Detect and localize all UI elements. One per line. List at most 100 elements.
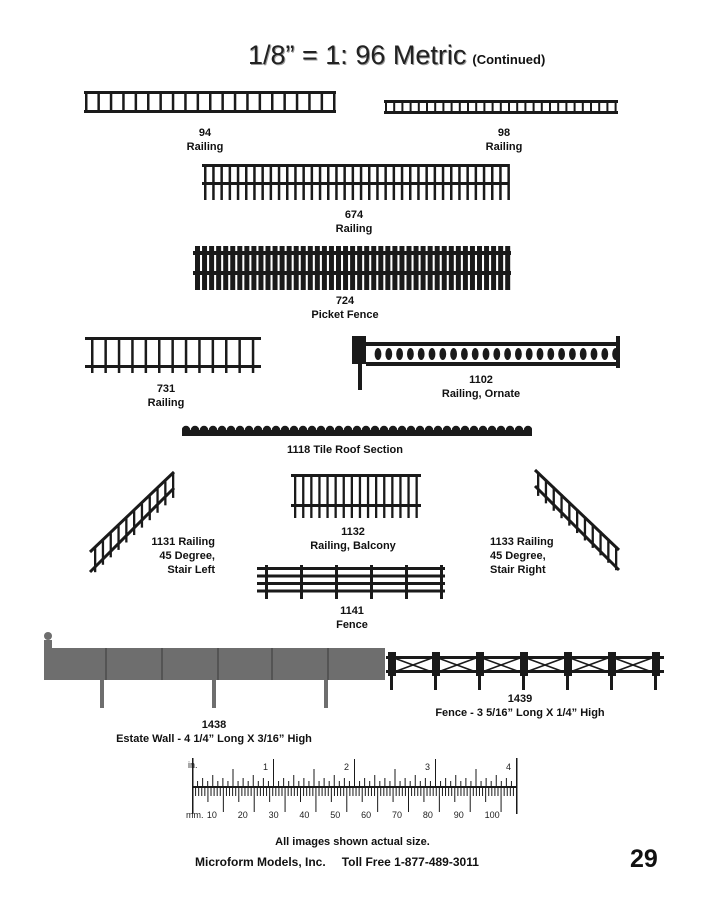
- roof-tile: [514, 425, 524, 435]
- picket: [223, 246, 229, 290]
- inch-tick: [242, 778, 244, 787]
- fence-post: [440, 565, 443, 599]
- product-number: 731: [156, 383, 176, 395]
- picket: [448, 246, 454, 290]
- inch-tick: [217, 781, 219, 787]
- mm-tick: [293, 788, 295, 796]
- roof-tile: [406, 425, 416, 435]
- mm-tick: [429, 788, 431, 796]
- fence-board: [257, 567, 445, 570]
- railing-674-image: [200, 160, 510, 202]
- fence-post: [370, 565, 373, 599]
- product-number: 98: [497, 127, 511, 139]
- baluster: [148, 496, 151, 521]
- baluster: [549, 100, 551, 114]
- baluster: [409, 164, 412, 200]
- ruler-mm-label: 50: [330, 810, 340, 820]
- end-post: [616, 336, 620, 368]
- inch-tick: [516, 759, 517, 787]
- bottom-rail: [202, 182, 508, 185]
- product-line2: 45 Degree,: [490, 550, 546, 562]
- mm-tick: [281, 788, 283, 796]
- baluster: [245, 164, 248, 200]
- inch-tick: [379, 781, 381, 787]
- baluster: [439, 348, 447, 360]
- mm-tick: [466, 788, 468, 796]
- baluster: [407, 474, 410, 518]
- railing-ornate-1102-caption: 1102 Railing, Ornate: [426, 373, 536, 401]
- baluster: [94, 548, 97, 573]
- baluster: [385, 348, 393, 360]
- mm-tick: [367, 788, 369, 796]
- baluster: [318, 474, 321, 518]
- mm-tick: [364, 788, 366, 796]
- baluster: [428, 348, 436, 360]
- inch-tick: [404, 778, 406, 787]
- picket: [413, 246, 419, 290]
- baluster: [238, 337, 241, 373]
- ruler-mm-label: 20: [238, 810, 248, 820]
- stair-railing-right-1133-image: [531, 466, 621, 574]
- baluster: [540, 100, 543, 114]
- roof-tile: [182, 425, 191, 435]
- mm-tick: [300, 788, 301, 802]
- mm-tick: [358, 788, 360, 796]
- picket: [406, 246, 412, 290]
- baluster: [302, 164, 305, 200]
- inch-tick: [419, 781, 421, 787]
- mm-tick: [383, 788, 385, 796]
- baluster: [581, 100, 584, 114]
- product-line3: Stair Left: [167, 564, 215, 576]
- fence-post: [652, 652, 660, 676]
- baluster: [467, 100, 469, 114]
- baluster: [125, 518, 128, 543]
- baluster: [568, 501, 571, 526]
- fence-post: [405, 565, 408, 599]
- product-line1: 1133 Railing: [490, 536, 554, 548]
- baluster: [212, 164, 215, 200]
- baluster: [573, 100, 576, 114]
- ruler-mm-unit: mm.: [186, 810, 204, 820]
- baluster: [335, 164, 338, 200]
- mm-tick: [269, 788, 271, 802]
- mm-tick: [485, 788, 487, 802]
- mm-tick: [256, 788, 258, 796]
- fence-post: [608, 652, 616, 676]
- picket: [328, 246, 334, 290]
- mm-tick: [423, 788, 425, 802]
- baluster: [385, 100, 387, 114]
- roof-tile: [262, 425, 272, 435]
- inch-tick: [455, 775, 457, 787]
- inch-tick: [384, 778, 386, 787]
- picket: [371, 246, 377, 290]
- roof-tile: [289, 425, 299, 435]
- inch-tick: [475, 769, 477, 787]
- newel-post: [352, 336, 366, 364]
- product-line1: 1131 Railing: [151, 536, 215, 548]
- mm-tick: [352, 788, 354, 796]
- top-rail: [366, 342, 620, 346]
- baluster: [343, 164, 346, 200]
- inch-tick: [389, 781, 391, 787]
- baluster: [417, 348, 425, 360]
- baluster: [295, 91, 299, 113]
- mm-tick: [204, 788, 206, 796]
- picket: [286, 246, 292, 290]
- roof-tile: [316, 425, 326, 435]
- picket: [230, 246, 236, 290]
- roof-tile: [307, 425, 317, 435]
- inch-tick: [414, 775, 416, 787]
- baluster: [97, 91, 100, 113]
- bottom-rail: [291, 504, 421, 507]
- cross-brace: [525, 657, 565, 673]
- baluster: [375, 474, 378, 518]
- ruler-inch-label: 1: [263, 762, 268, 772]
- picket: [462, 246, 468, 290]
- railing-674-caption: 674 Railing: [324, 208, 384, 236]
- baluster: [286, 164, 289, 200]
- mm-tick: [370, 788, 372, 796]
- baluster: [524, 100, 527, 114]
- baluster: [569, 348, 576, 360]
- baluster: [334, 474, 337, 518]
- estate-wall-1438-caption: 1438 Estate Wall - 4 1/4” Long X 3/16” H…: [104, 718, 324, 746]
